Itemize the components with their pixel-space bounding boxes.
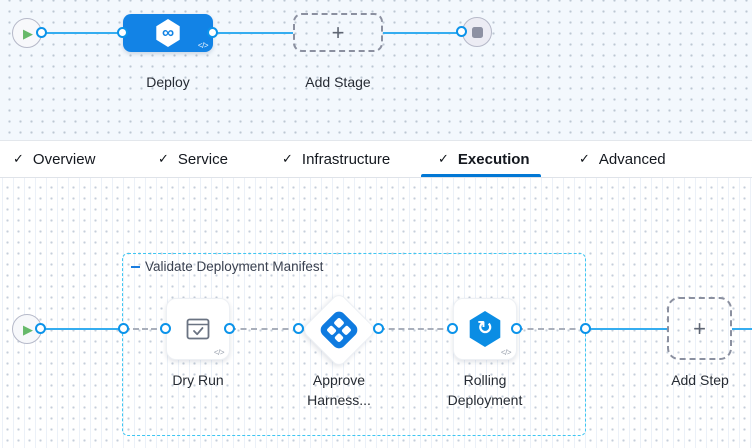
yaml-code-icon: </> xyxy=(500,348,512,357)
add-step-button[interactable]: + xyxy=(667,297,732,360)
pipeline-end-node[interactable] xyxy=(462,17,492,47)
rolling-deployment-icon: ↻ xyxy=(469,311,501,347)
step-group-header[interactable]: Validate Deployment Manifest xyxy=(131,259,323,274)
add-stage-label: Add Stage xyxy=(305,74,371,90)
step-connector-dashed xyxy=(124,328,166,330)
rolling-arrow-glyph: ↻ xyxy=(477,317,493,339)
step-label-line: Add Step xyxy=(671,372,729,388)
approval-out-port[interactable] xyxy=(373,323,384,334)
add-step-label: Add Step xyxy=(660,370,740,390)
tab-label: Execution xyxy=(457,150,530,168)
stop-icon xyxy=(471,26,483,38)
start-node-out-port[interactable] xyxy=(36,27,47,38)
deploy-stage-node[interactable]: ∞ </> xyxy=(123,14,213,52)
start-out-port[interactable] xyxy=(35,323,46,334)
step-label-line: Dry Run xyxy=(172,372,224,388)
rolling-deployment-step-node[interactable]: ↻ </> xyxy=(453,298,517,360)
deploy-stage-label: Deploy xyxy=(146,74,190,90)
active-tab-underline xyxy=(421,174,541,177)
step-connector-dashed xyxy=(230,328,299,330)
check-icon: ✓ xyxy=(282,151,293,166)
dry-run-window-check-icon xyxy=(186,318,210,340)
harness-approval-icon xyxy=(317,308,361,352)
collapse-icon[interactable] xyxy=(131,265,140,268)
step-connector xyxy=(732,328,752,330)
rolling-out-port[interactable] xyxy=(511,323,522,334)
harness-pipeline-icon: ∞ xyxy=(156,19,180,47)
check-icon: ✓ xyxy=(438,151,449,166)
tab-advanced[interactable]: ✓ Advanced xyxy=(579,141,666,177)
tab-label: Overview xyxy=(32,150,96,168)
add-stage-button[interactable]: + xyxy=(293,13,383,52)
dry-run-in-port[interactable] xyxy=(160,323,171,334)
step-label-line: Approve xyxy=(312,372,366,388)
step-connector xyxy=(586,328,667,330)
deploy-stage-in-port[interactable] xyxy=(117,27,128,38)
step-connector xyxy=(41,328,124,330)
dry-run-step-node[interactable]: </> xyxy=(166,298,230,360)
group-in-port[interactable] xyxy=(118,323,129,334)
dry-run-out-port[interactable] xyxy=(224,323,235,334)
yaml-code-icon: </> xyxy=(197,41,209,50)
step-label-line: Deployment xyxy=(447,392,523,408)
yaml-code-icon: </> xyxy=(213,348,225,357)
check-icon: ✓ xyxy=(579,151,590,166)
play-icon: ▶ xyxy=(23,321,33,337)
play-icon: ▶ xyxy=(23,25,33,41)
tab-infrastructure[interactable]: ✓ Infrastructure xyxy=(282,141,390,177)
execution-canvas[interactable]: Validate Deployment Manifest ▶ xyxy=(0,178,752,448)
plus-icon: + xyxy=(331,19,345,45)
tab-label: Advanced xyxy=(598,150,666,168)
rolling-deployment-step-label: Rolling Deployment xyxy=(434,370,536,410)
step-connector-dashed xyxy=(379,328,453,330)
tab-service[interactable]: ✓ Service xyxy=(158,141,228,177)
tab-execution[interactable]: ✓ Execution xyxy=(421,141,541,177)
step-label-line: Rolling xyxy=(463,372,507,388)
rolling-in-port[interactable] xyxy=(447,323,458,334)
infinity-glyph: ∞ xyxy=(161,22,175,42)
stage-connector xyxy=(383,32,462,34)
dry-run-step-label: Dry Run xyxy=(158,370,238,390)
step-group-label: Validate Deployment Manifest xyxy=(145,259,324,274)
tab-label: Infrastructure xyxy=(301,150,391,168)
tab-label: Service xyxy=(177,150,228,168)
approval-in-port[interactable] xyxy=(293,323,304,334)
stage-canvas[interactable]: ▶ ∞ </> Deploy + Add Stage xyxy=(0,0,752,140)
stage-config-tabbar: ✓ Overview ✓ Service ✓ Infrastructure ✓ … xyxy=(0,140,752,178)
check-icon: ✓ xyxy=(13,151,24,166)
check-icon: ✓ xyxy=(158,151,169,166)
group-out-port[interactable] xyxy=(580,323,591,334)
tab-overview[interactable]: ✓ Overview xyxy=(13,141,95,177)
step-connector-dashed xyxy=(517,328,586,330)
deploy-stage-out-port[interactable] xyxy=(207,27,218,38)
stage-connector xyxy=(42,32,123,34)
step-group-container[interactable] xyxy=(122,253,586,436)
end-node-in-port[interactable] xyxy=(456,26,467,37)
step-label-line: Harness... xyxy=(307,392,371,408)
stage-connector xyxy=(213,32,293,34)
plus-icon: + xyxy=(693,315,706,341)
approval-step-label: Approve Harness... xyxy=(289,370,389,410)
